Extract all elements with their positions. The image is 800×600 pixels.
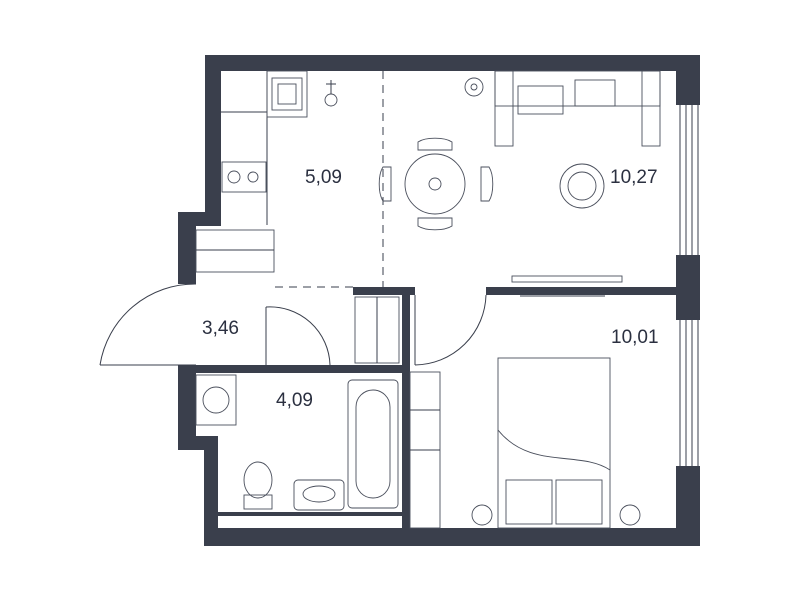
entrance-door <box>99 283 197 366</box>
bedroom-area-label: 10,01 <box>611 327 659 348</box>
tv-stand <box>511 275 623 297</box>
hall-wardrobe <box>195 229 275 273</box>
sink-icon <box>271 77 303 111</box>
kitchen-counter <box>221 70 308 225</box>
interior-walls <box>196 287 676 528</box>
bedroom-wardrobe <box>409 371 441 529</box>
outer-walls <box>178 55 700 546</box>
bed-icon <box>497 357 611 529</box>
nightstand-left <box>471 504 493 526</box>
living-area-label: 10,27 <box>610 167 658 188</box>
hall-area-label: 3,46 <box>202 318 239 339</box>
coffee-table <box>559 163 605 209</box>
dining-table <box>378 137 494 231</box>
bedroom-door <box>414 294 487 366</box>
bathroom-door <box>265 306 331 366</box>
stove-icon <box>221 161 267 193</box>
zone-boundaries <box>275 71 384 288</box>
window-top <box>679 105 699 255</box>
nightstand-right <box>619 504 641 526</box>
sofa <box>494 70 661 147</box>
window-bottom <box>679 320 699 466</box>
lamp-icon <box>464 77 484 97</box>
washing-machine-icon <box>195 374 237 426</box>
toilet-icon <box>243 461 273 510</box>
corridor-closet <box>354 296 400 364</box>
bath-area-label: 4,09 <box>276 390 313 411</box>
plant-icon <box>324 80 338 107</box>
bathtub-icon <box>347 379 399 509</box>
kitchen-area-label: 5,09 <box>305 167 342 188</box>
washbasin-icon <box>293 479 345 511</box>
